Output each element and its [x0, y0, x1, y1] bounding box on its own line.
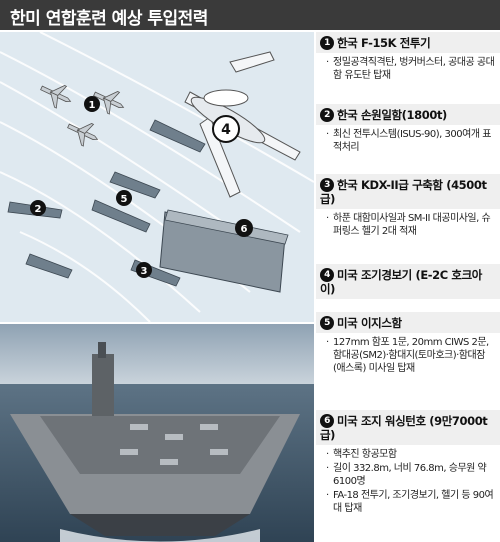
item-5-title-text: 미국 이지스함 — [337, 316, 402, 330]
item-4-number: 4 — [320, 268, 334, 282]
carrier-photo — [0, 324, 314, 542]
item-5-number: 5 — [320, 316, 334, 330]
forces-illustration: 1 2 3 4 5 6 — [0, 32, 314, 322]
marker-2: 2 — [35, 204, 42, 215]
page-title: 한미 연합훈련 예상 투입전력 — [10, 9, 208, 29]
item-2-detail-1: 최신 전투시스템(ISUS-90), 300여개 표적처리 — [326, 128, 496, 154]
item-1-number: 1 — [320, 36, 334, 50]
item-3-body: 하푼 대함미사일과 SM-II 대공미사일, 슈퍼링스 헬기 2대 적재 — [316, 209, 500, 238]
forces-illustration-svg: 1 2 3 4 5 6 — [0, 32, 314, 322]
item-5-detail-1: 127mm 함포 1문, 20mm CIWS 2문, 함대공(SM2)·함대지(… — [326, 336, 496, 375]
marker-1: 1 — [89, 100, 96, 111]
item-6-number: 6 — [320, 414, 334, 428]
item-6-title-text: 미국 조지 워싱턴호 (9만7000t급) — [320, 414, 488, 442]
ship-icon — [91, 199, 151, 233]
motion-trails — [0, 32, 314, 322]
item-1-detail-1: 정밀공격직격탄, 벙커버스터, 공대공 공대함 유도탄 탑재 — [326, 56, 496, 82]
item-4-title-text: 미국 조기경보기 (E-2C 호크아이) — [320, 268, 482, 296]
item-3-title-text: 한국 KDX-II급 구축함 (4500t급) — [320, 178, 487, 206]
forces-description-panel: 1한국 F-15K 전투기 정밀공격직격탄, 벙커버스터, 공대공 공대함 유도… — [316, 32, 500, 542]
item-6-detail-3: FA-18 전투기, 조기경보기, 헬기 등 90여대 탑재 — [326, 489, 496, 515]
item-2: 2한국 손원일함(1800t) 최신 전투시스템(ISUS-90), 300여개… — [316, 104, 500, 155]
item-2-number: 2 — [320, 108, 334, 122]
item-3-number: 3 — [320, 178, 334, 192]
fighter-jet-group — [40, 85, 125, 147]
item-1: 1한국 F-15K 전투기 정밀공격직격탄, 벙커버스터, 공대공 공대함 유도… — [316, 32, 500, 83]
fighter-jet-icon — [67, 123, 99, 147]
ship-icon — [25, 253, 73, 279]
marker-5: 5 — [121, 194, 128, 205]
item-6-detail-2: 길이 332.8m, 너비 76.8m, 승무원 약 6100명 — [326, 462, 496, 488]
ship-icon — [149, 119, 206, 153]
item-6-body: 핵추진 항공모함 길이 332.8m, 너비 76.8m, 승무원 약 6100… — [316, 445, 500, 515]
item-5: 5미국 이지스함 127mm 함포 1문, 20mm CIWS 2문, 함대공(… — [316, 312, 500, 376]
item-1-title-text: 한국 F-15K 전투기 — [337, 36, 431, 50]
item-5-body: 127mm 함포 1문, 20mm CIWS 2문, 함대공(SM2)·함대지(… — [316, 333, 500, 375]
fighter-jet-icon — [40, 85, 72, 109]
header-bar: 한미 연합훈련 예상 투입전력 — [0, 0, 500, 30]
item-1-body: 정밀공격직격탄, 벙커버스터, 공대공 공대함 유도탄 탑재 — [316, 53, 500, 82]
marker-4: 4 — [221, 122, 231, 138]
item-6: 6미국 조지 워싱턴호 (9만7000t급) 핵추진 항공모함 길이 332.8… — [316, 410, 500, 516]
marker-3: 3 — [141, 266, 148, 277]
ship-icon — [109, 171, 161, 199]
ship-group — [7, 119, 206, 287]
item-3: 3한국 KDX-II급 구축함 (4500t급) 하푼 대함미사일과 SM-II… — [316, 174, 500, 239]
carrier-photo-svg — [0, 324, 314, 542]
early-warning-aircraft-icon — [184, 51, 301, 198]
item-3-detail-1: 하푼 대함미사일과 SM-II 대공미사일, 슈퍼링스 헬기 2대 적재 — [326, 212, 496, 238]
item-6-detail-1: 핵추진 항공모함 — [326, 448, 496, 461]
item-2-body: 최신 전투시스템(ISUS-90), 300여개 표적처리 — [316, 125, 500, 154]
number-markers: 1 2 3 4 5 6 — [30, 96, 253, 278]
fighter-jet-icon — [93, 91, 125, 115]
item-2-title-text: 한국 손원일함(1800t) — [337, 108, 447, 122]
marker-6: 6 — [241, 224, 248, 235]
